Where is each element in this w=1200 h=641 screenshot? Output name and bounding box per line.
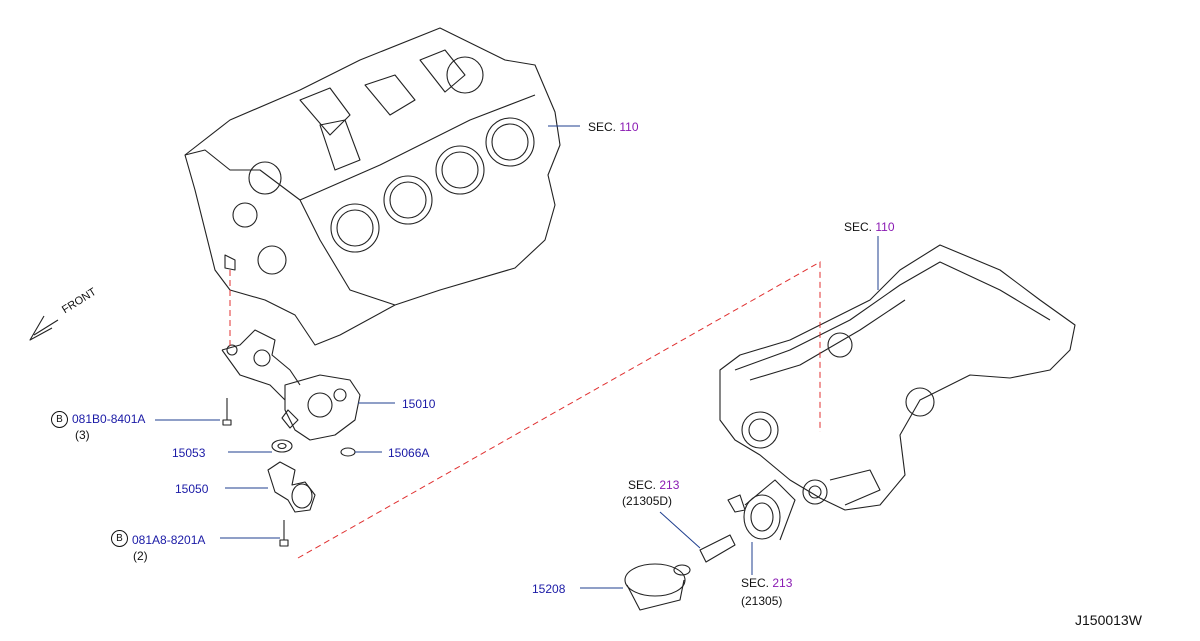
section-number[interactable]: 110 bbox=[619, 120, 639, 134]
part-number-081b0-8401a[interactable]: 081B0-8401A bbox=[72, 412, 146, 426]
bolt-b-circle-icon: B bbox=[111, 530, 128, 547]
engine-block-drawing bbox=[184, 27, 561, 346]
section-label-213-connector[interactable]: SEC. 213 bbox=[628, 478, 679, 492]
section-label-110-upper[interactable]: SEC. 110 bbox=[588, 120, 639, 134]
part-number-15208[interactable]: 15208 bbox=[532, 582, 566, 596]
section-label-213-cooler[interactable]: SEC. 213 bbox=[741, 576, 792, 590]
part-number-15050[interactable]: 15050 bbox=[175, 482, 209, 496]
section-label-110-pan[interactable]: SEC. 110 bbox=[844, 220, 895, 234]
section-sub-21305d: (21305D) bbox=[622, 494, 673, 508]
front-arrow-icon bbox=[29, 315, 59, 341]
oil-cooler-filter-drawing bbox=[624, 479, 796, 611]
part-number-15053[interactable]: 15053 bbox=[172, 446, 206, 460]
section-prefix: SEC. bbox=[741, 576, 770, 590]
oil-pan-drawing bbox=[719, 244, 1076, 511]
small-parts-drawing bbox=[222, 398, 356, 547]
section-number[interactable]: 110 bbox=[875, 220, 895, 234]
bolt-b-circle-icon: B bbox=[51, 411, 68, 428]
part-number-081a8-8201a[interactable]: 081A8-8201A bbox=[132, 533, 206, 547]
figure-id: J150013W bbox=[1075, 612, 1142, 628]
part-number-15010[interactable]: 15010 bbox=[402, 397, 436, 411]
section-prefix: SEC. bbox=[588, 120, 617, 134]
bolt-quantity: (3) bbox=[75, 428, 90, 442]
section-sub-21305: (21305) bbox=[741, 594, 783, 608]
section-prefix: SEC. bbox=[628, 478, 657, 492]
bolt-quantity: (2) bbox=[133, 549, 148, 563]
section-number[interactable]: 213 bbox=[772, 576, 793, 590]
oil-pump-drawing bbox=[221, 329, 361, 441]
leader-lines bbox=[155, 125, 879, 589]
part-number-15066a[interactable]: 15066A bbox=[388, 446, 430, 460]
section-prefix: SEC. bbox=[844, 220, 873, 234]
dashed-alignment-lines bbox=[229, 261, 821, 559]
section-number[interactable]: 213 bbox=[659, 478, 680, 492]
